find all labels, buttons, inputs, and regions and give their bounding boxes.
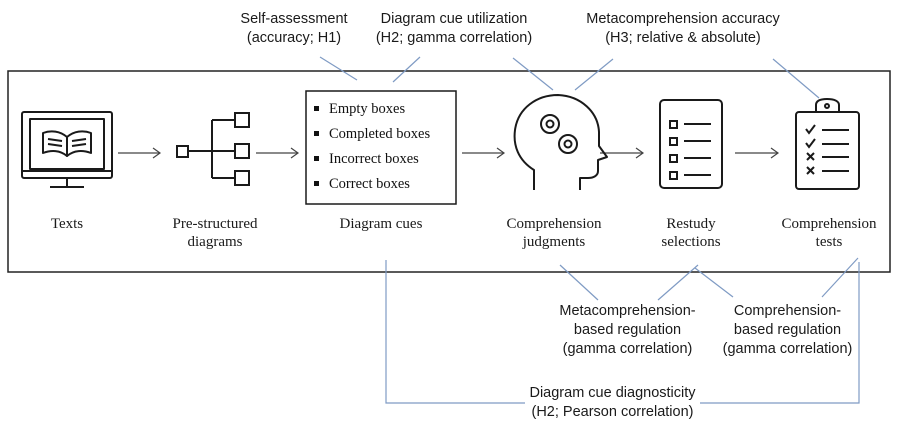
clipboard-test-icon	[795, 97, 860, 190]
flow-arrows	[118, 147, 780, 159]
process-band	[7, 70, 891, 273]
annotation-diagram-cue-diagnosticity: Diagram cue diagnosticity (H2; Pearson c…	[529, 385, 696, 420]
connector-lines	[319, 56, 860, 404]
cue-correct-boxes: Correct boxes	[314, 176, 410, 193]
diagram-cues-box	[305, 90, 457, 205]
step-label-pre-structured-diagrams: Pre-structured diagrams	[172, 216, 258, 250]
annotation-metacomprehension-accuracy: Metacomprehension accuracy (H3; relative…	[586, 11, 780, 46]
step-label-diagram-cues: Diagram cues	[339, 216, 423, 232]
step-label-comprehension-judgments: Comprehension judgments	[506, 216, 602, 250]
cue-incorrect-boxes: Incorrect boxes	[314, 151, 419, 168]
head-gears-icon	[513, 94, 608, 190]
step-label-texts: Texts	[50, 216, 84, 232]
annotation-comprehension-regulation: Comprehension- based regulation (gamma c…	[722, 303, 853, 357]
step-label-restudy-selections: Restudy selections	[661, 216, 721, 250]
annotation-cue-utilization: Diagram cue utilization (H2; gamma corre…	[375, 11, 533, 46]
monitor-book-icon	[21, 111, 113, 188]
annotation-self-assessment: Self-assessment (accuracy; H1)	[240, 11, 348, 46]
cue-completed-boxes: Completed boxes	[314, 126, 430, 143]
step-label-comprehension-tests: Comprehension tests	[781, 216, 877, 250]
cue-empty-boxes: Empty boxes	[314, 101, 405, 118]
annotation-metacomprehension-regulation: Metacomprehension- based regulation (gam…	[559, 303, 696, 357]
tree-diagram-icon	[176, 112, 250, 186]
checklist-icon	[659, 99, 723, 189]
